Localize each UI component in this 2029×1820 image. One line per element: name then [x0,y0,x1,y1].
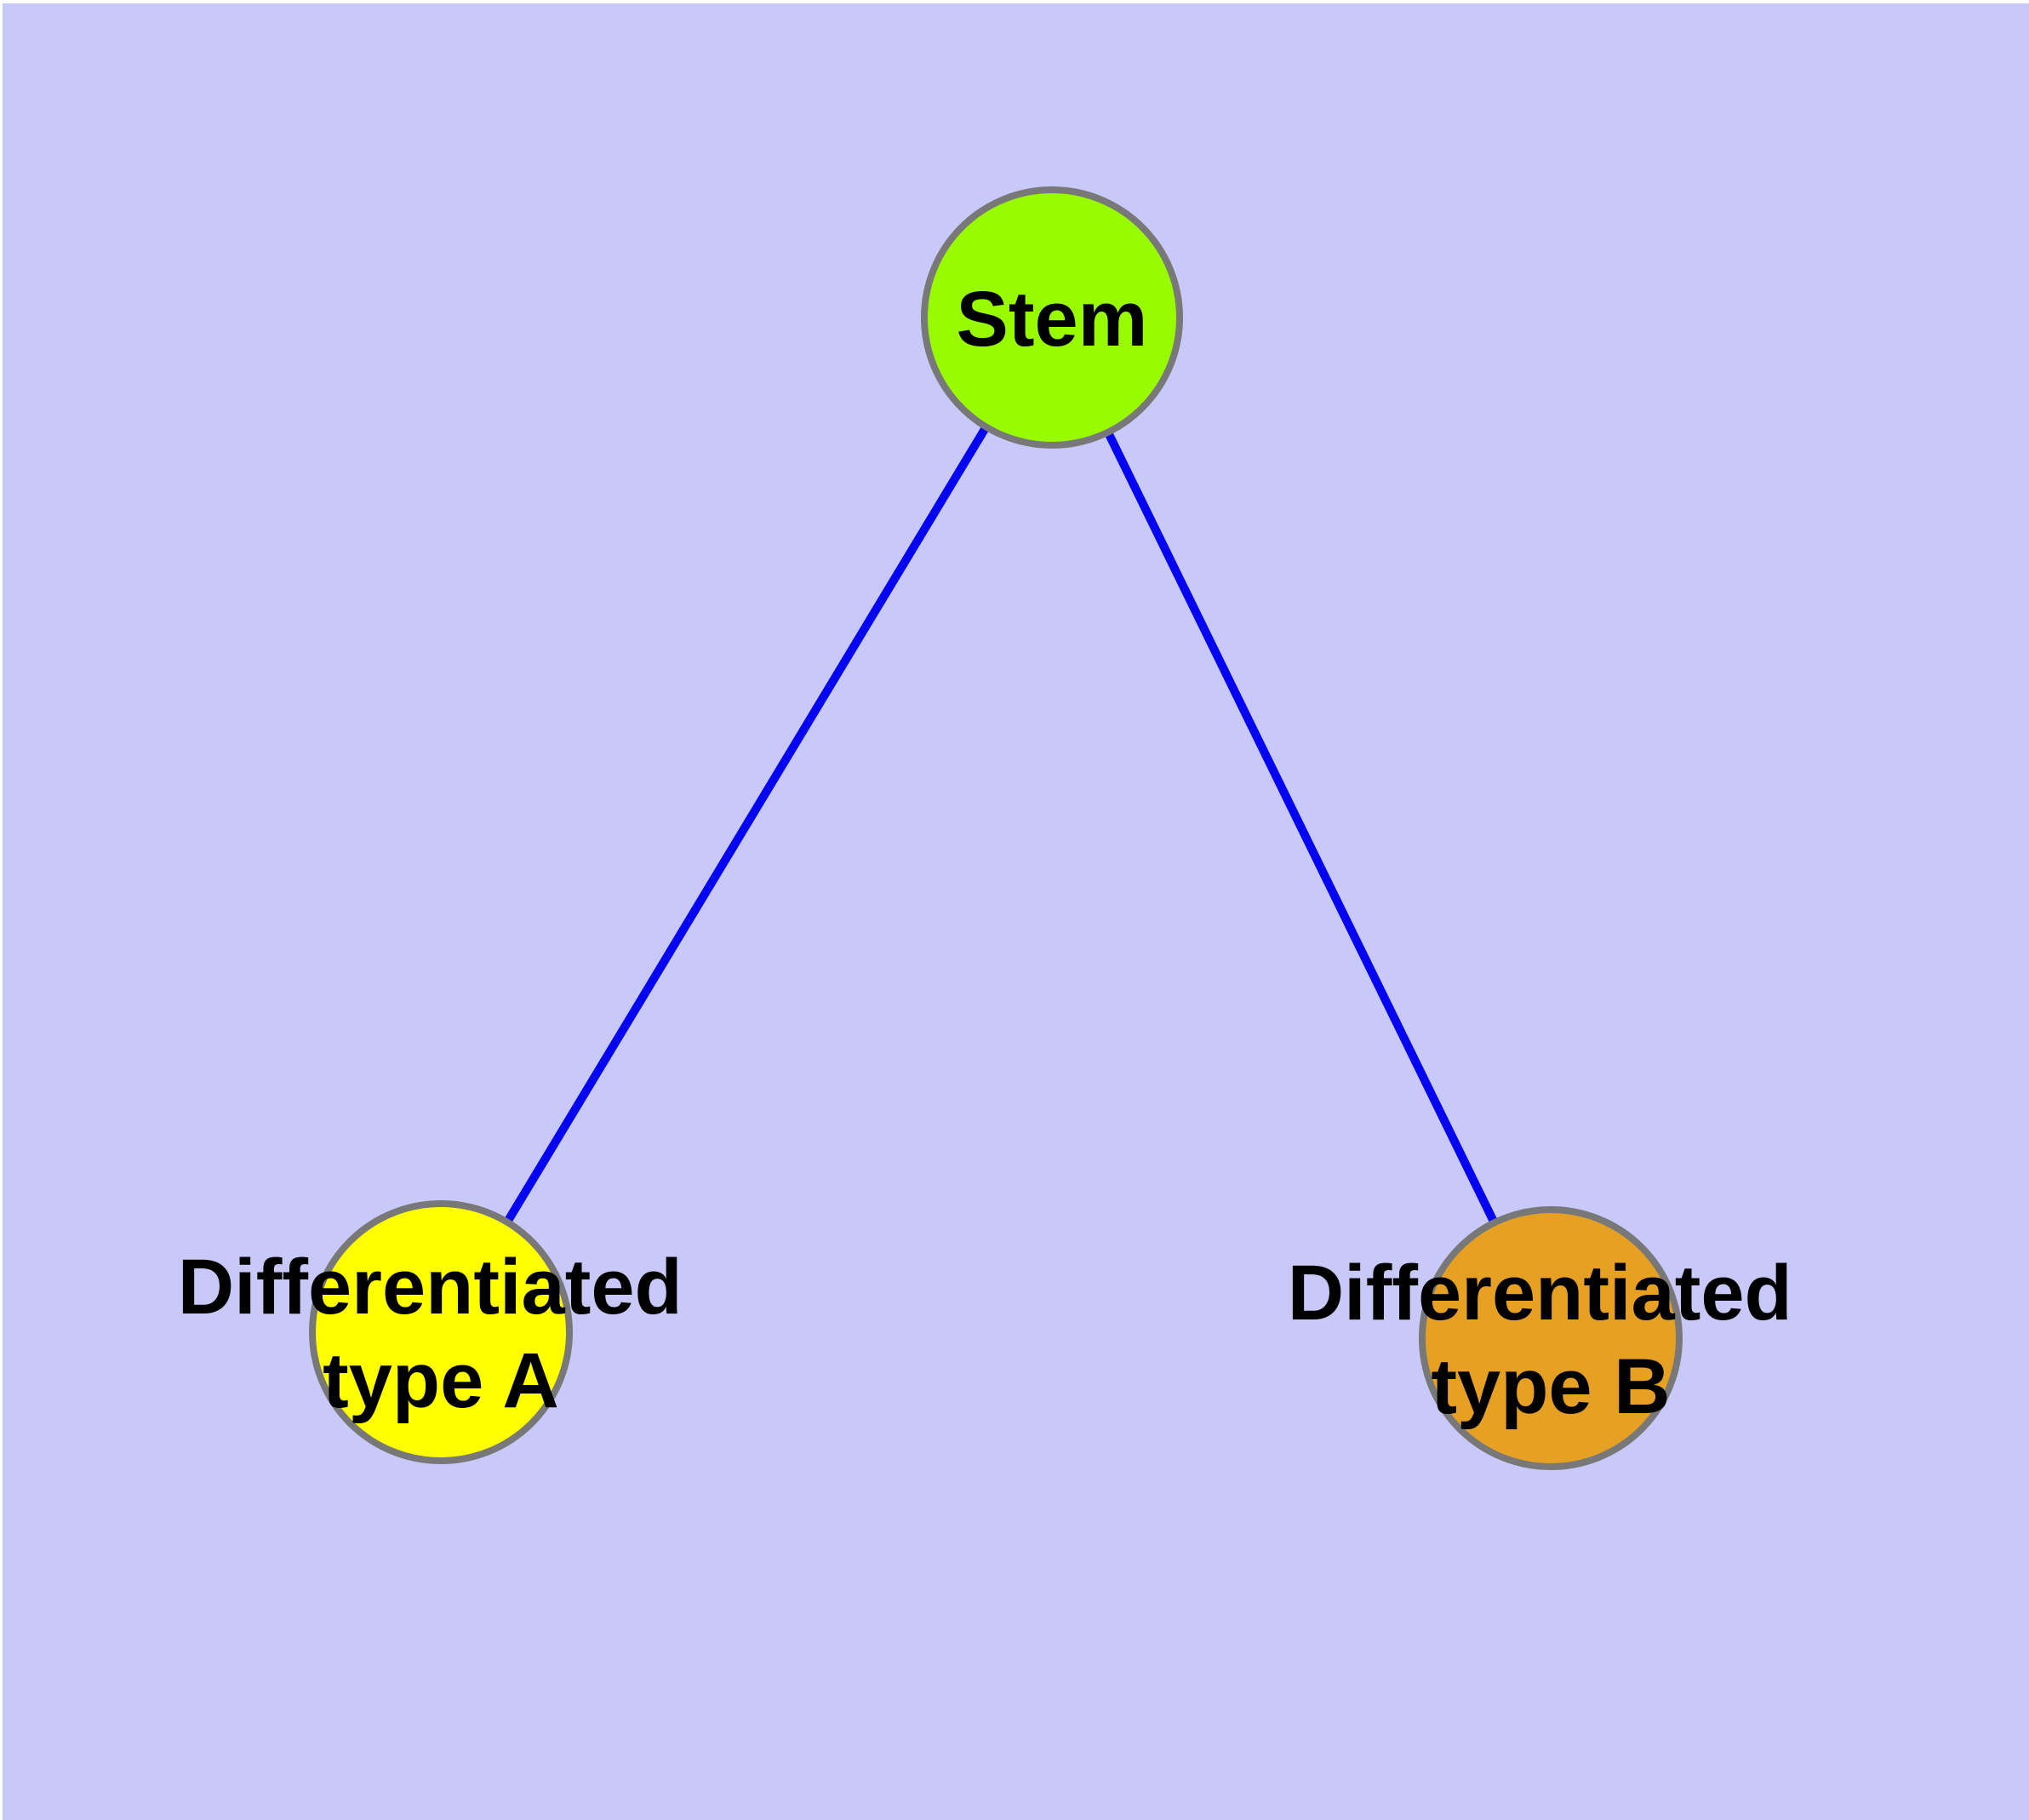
edge-stem-to-type-b [1048,315,1555,1341]
node-differentiated-type-b: Differentiated type B [1288,1206,1815,1470]
node-type-b-label-line1: Differentiated [1288,1250,1792,1336]
node-stem-circle [921,186,1183,449]
node-type-a-label-line2: type A [323,1337,559,1424]
node-type-a-label-line1: Differentiated [178,1244,683,1331]
node-type-b-label-line2: type B [1431,1343,1670,1430]
node-type-a-circle [309,1200,573,1464]
node-type-b-circle [1419,1206,1683,1470]
node-type-a-label: Differentiated type A [178,1244,705,1424]
node-type-b-label: Differentiated type B [1288,1250,1815,1430]
edge-stem-to-type-a [437,315,1056,1335]
node-stem-label: Stem [957,276,1148,363]
node-differentiated-type-a: Differentiated type A [178,1200,705,1464]
node-stem: Stem [921,186,1183,449]
